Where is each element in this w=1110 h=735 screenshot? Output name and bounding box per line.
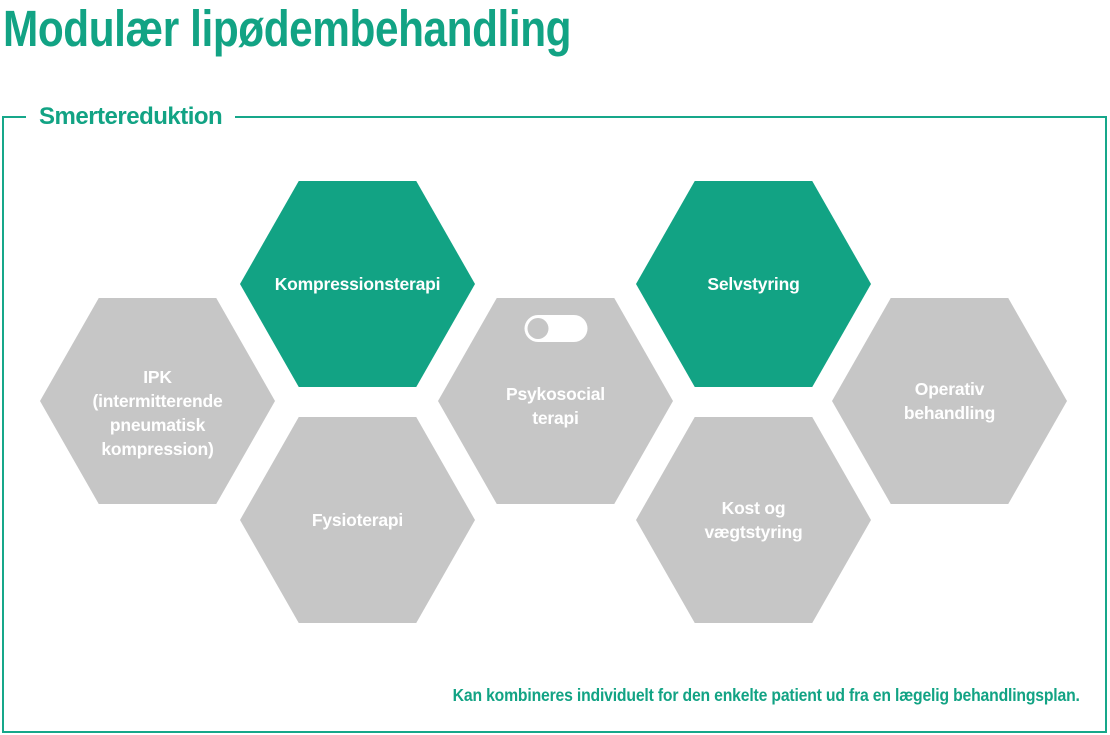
- hexagon-label: Kompressionsterapi: [275, 272, 441, 296]
- hexagon-label: IPK (intermitterende pneumatisk kompress…: [92, 365, 222, 461]
- hexagon-ipk: IPK (intermitterende pneumatisk kompress…: [40, 298, 275, 504]
- toggle-knob: [527, 318, 548, 339]
- hexagon-label: Operativ behandling: [903, 377, 996, 425]
- hexagon-label-line: Kost og: [721, 498, 786, 518]
- page-title: Modulær lipødembehandling: [3, 0, 572, 57]
- hexagon-label-line: Selvstyring: [707, 274, 800, 294]
- frame-label: Smertereduktion: [26, 102, 236, 132]
- hexagon-label-line: Operativ: [914, 379, 985, 399]
- hexagon-kost-og-vaegtstyring: Kost og vægtstyring: [636, 417, 871, 623]
- hexagon-label-line: kompression): [101, 439, 214, 459]
- hexagon-selvstyring: Selvstyring: [636, 181, 871, 387]
- smertereduktion-frame: Smertereduktion: [2, 102, 1107, 733]
- hexagon-label-line: (intermitterende: [92, 391, 223, 411]
- toggle-off-icon: [524, 315, 587, 342]
- footnote: Kan kombineres individuelt for den enkel…: [452, 685, 1080, 705]
- hexagon-label: Kost og vægtstyring: [705, 496, 803, 544]
- hexagon-label: Psykosocial terapi: [506, 382, 605, 430]
- hexagon-label-line: Kompressionsterapi: [274, 274, 441, 294]
- hexagon-label-line: IPK: [143, 367, 172, 387]
- hexagon-label: Fysioterapi: [312, 508, 403, 532]
- hexagon-label-line: Fysioterapi: [311, 510, 404, 530]
- hexagon-label-line: pneumatisk: [109, 415, 206, 435]
- hexagon-label-line: terapi: [532, 408, 579, 428]
- hexagon-label: Selvstyring: [707, 272, 799, 296]
- hexagon-label-line: Psykosocial: [506, 384, 605, 404]
- hexagon-label-line: behandling: [903, 403, 996, 423]
- hexagon-label-line: vægtstyring: [704, 522, 803, 542]
